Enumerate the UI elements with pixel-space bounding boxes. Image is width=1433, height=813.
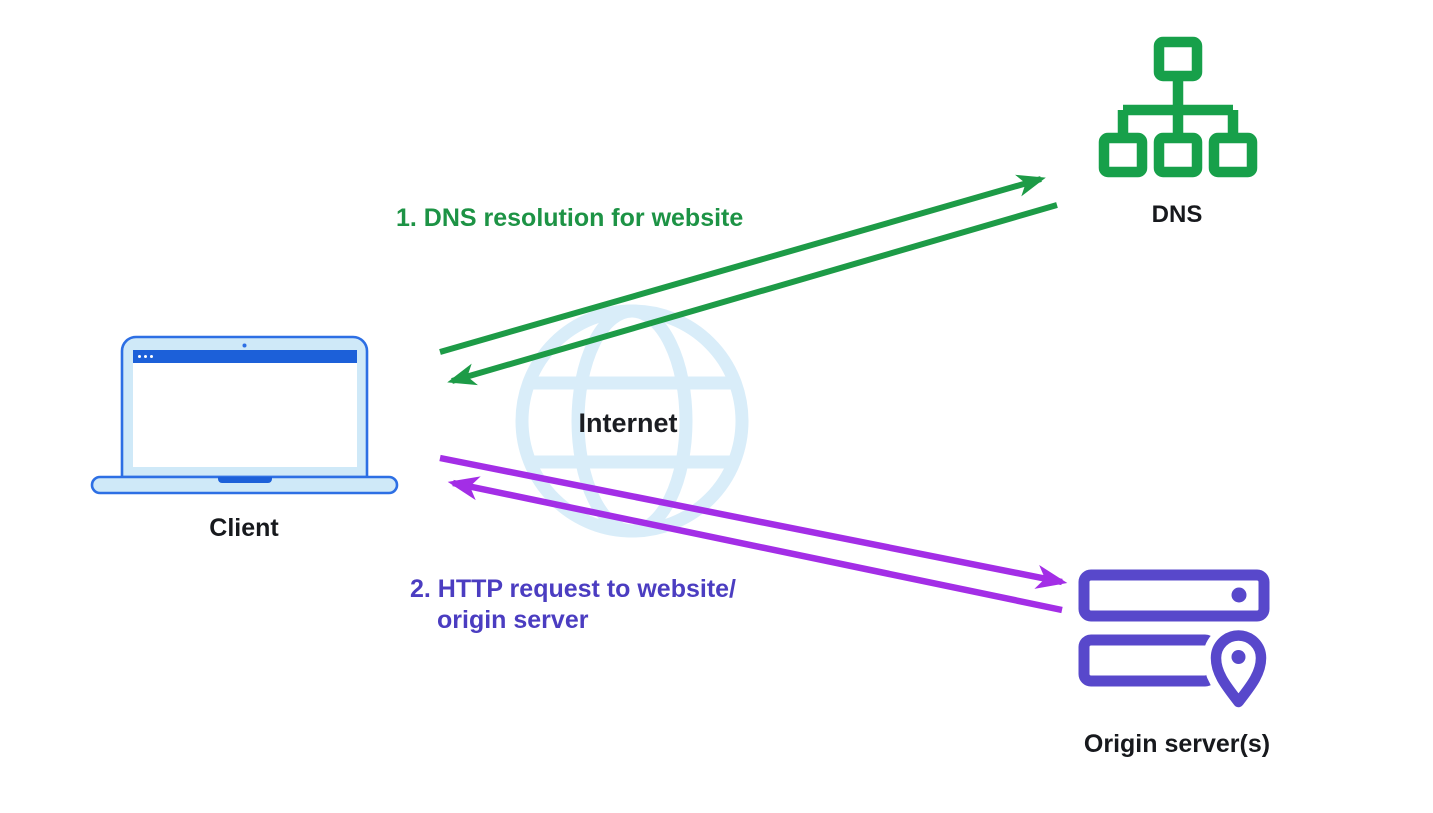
origin-node	[1076, 564, 1274, 719]
http-response-arrow	[447, 476, 1063, 614]
sitemap-icon	[1098, 36, 1258, 178]
http-request-label-line1: 2. HTTP request to website/	[410, 575, 737, 603]
browser-titlebar	[133, 350, 357, 363]
server-location-icon	[1078, 569, 1274, 715]
dns-resolution-label: 1. DNS resolution for website	[396, 204, 744, 232]
location-pin-icon	[1203, 622, 1274, 715]
dns-response-arrow	[447, 202, 1058, 386]
dns-request-arrow	[439, 174, 1046, 355]
client-label: Client	[209, 514, 279, 542]
http-request-arrow	[439, 454, 1068, 589]
laptop-icon	[90, 335, 399, 495]
globe-icon	[515, 304, 749, 538]
client-node	[88, 333, 401, 504]
dns-node	[1096, 34, 1261, 189]
internet-label: Internet	[578, 408, 678, 438]
http-request-label-line2: origin server	[437, 605, 589, 634]
http-request-label: 2. HTTP request to website/ origin serve…	[410, 574, 736, 635]
camera-dot-icon	[242, 343, 247, 348]
dns-label: DNS	[1151, 201, 1203, 228]
origin-label: Origin server(s)	[1083, 730, 1271, 758]
